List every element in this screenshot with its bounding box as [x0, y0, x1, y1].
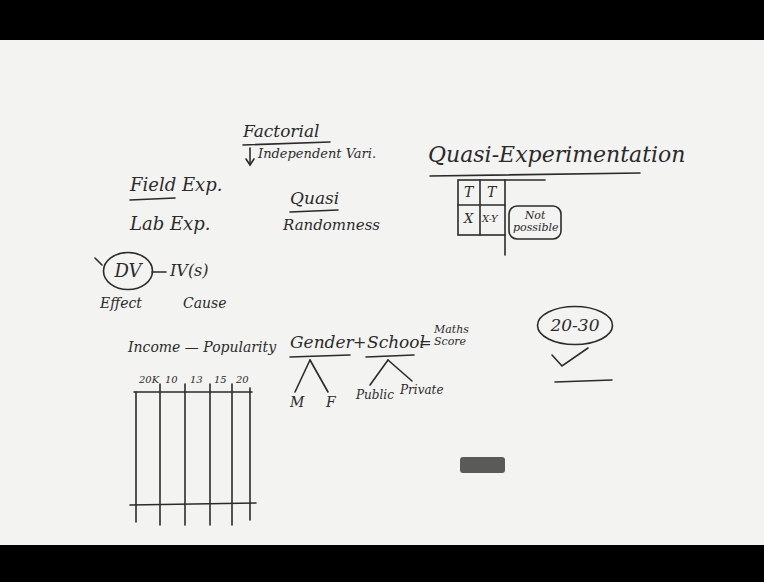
board-text: T — [487, 185, 496, 200]
board-text: School — [367, 333, 425, 352]
board-text: X-Y — [482, 213, 498, 224]
table-grid — [458, 180, 505, 235]
eraser — [460, 457, 505, 473]
underline — [130, 198, 175, 200]
circled-term: DV — [102, 251, 154, 291]
table-grid — [135, 392, 137, 522]
board-text: Quasi — [290, 189, 339, 208]
node-text: 20-30 — [550, 316, 600, 335]
table-grid — [130, 503, 256, 505]
board-text: 20K — [139, 374, 159, 385]
bottom-bar — [0, 545, 764, 582]
board-text: M — [290, 395, 304, 410]
table-grid — [458, 204, 505, 206]
note-box: Not possible — [508, 205, 562, 240]
underline — [555, 380, 612, 382]
board-text: Quasi-Experimentation — [428, 143, 686, 167]
underline — [430, 173, 640, 176]
branch-line — [388, 360, 412, 381]
board-text: X — [464, 212, 473, 226]
board-text: 15 — [214, 374, 227, 385]
underline — [290, 355, 350, 357]
board-text: Maths Score — [434, 324, 476, 348]
branch-line — [370, 360, 388, 385]
branch-line — [295, 360, 310, 392]
circled-term: 20-30 — [536, 305, 614, 346]
node-text: DV — [114, 261, 142, 281]
check-mark — [552, 348, 588, 366]
underline — [290, 210, 338, 212]
table-grid — [504, 235, 506, 255]
board-text: F — [326, 395, 336, 410]
arrow-line — [249, 148, 251, 164]
outline-shape — [509, 206, 561, 239]
top-bar — [0, 0, 764, 40]
board-text: 20 — [236, 374, 249, 385]
board-text: IV(s) — [170, 262, 209, 280]
board-text: Private — [400, 384, 444, 397]
board-text: Effect — [100, 296, 142, 311]
board-text: Randomness — [283, 217, 380, 234]
board-text: Lab Exp. — [130, 214, 210, 234]
arrow-head — [246, 159, 254, 165]
table-grid — [249, 388, 251, 520]
board-text: Independent Vari. — [258, 147, 376, 161]
board-text: T — [464, 185, 473, 200]
outline-shape — [538, 307, 613, 345]
board-text: Field Exp. — [130, 175, 222, 195]
table-grid — [505, 179, 545, 181]
board-text: Factorial — [243, 122, 320, 141]
board-text: = — [419, 335, 432, 352]
table-grid — [134, 391, 252, 393]
dash — [152, 271, 166, 273]
node-text: Not possible — [513, 210, 557, 234]
board-text: Cause — [183, 296, 227, 311]
underline — [366, 355, 414, 357]
board-text: 13 — [190, 374, 203, 385]
branch-line — [310, 360, 328, 392]
underline — [243, 142, 330, 145]
board-text: + — [353, 334, 366, 352]
board-text: Public — [356, 389, 394, 402]
table-grid — [479, 180, 481, 235]
outline-shape — [104, 253, 153, 290]
board-text: Income — Popularity — [128, 340, 276, 355]
mark — [95, 258, 102, 265]
board-text: Gender — [290, 333, 354, 352]
board-text: 10 — [165, 374, 178, 385]
